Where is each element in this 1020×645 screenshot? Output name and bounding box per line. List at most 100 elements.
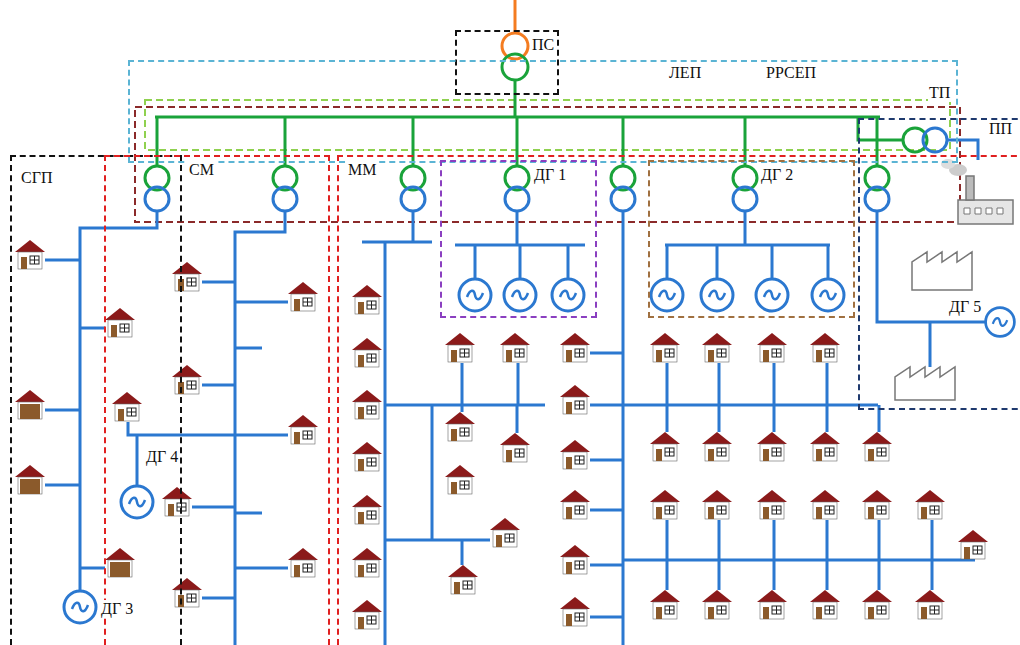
network-region: РРСЕП bbox=[128, 60, 958, 163]
house-icon bbox=[172, 365, 202, 394]
house-icon bbox=[560, 440, 590, 469]
house-icon bbox=[288, 548, 318, 577]
generation-group: ДГ 2 bbox=[648, 160, 855, 318]
medium-voltage-line bbox=[157, 117, 877, 166]
house-icon bbox=[560, 545, 590, 574]
factory-icon bbox=[958, 200, 1013, 224]
house-icon bbox=[288, 415, 318, 444]
medium-voltage-line bbox=[155, 80, 880, 117]
low-voltage-line bbox=[865, 187, 889, 211]
low-voltage-line bbox=[145, 187, 169, 211]
generator-symbol bbox=[121, 486, 153, 518]
house-icon bbox=[757, 590, 787, 619]
low-voltage-line bbox=[45, 128, 985, 645]
generator-symbol bbox=[701, 279, 733, 311]
low-voltage-line bbox=[192, 282, 288, 598]
house-icon bbox=[15, 240, 988, 629]
house-icon bbox=[560, 597, 590, 626]
house-icon bbox=[162, 487, 192, 516]
house-icon bbox=[560, 490, 590, 519]
house-icon bbox=[958, 530, 988, 559]
industrial-region: ПП bbox=[858, 118, 1020, 410]
layout-frame bbox=[135, 107, 960, 222]
factory-icon bbox=[941, 159, 955, 169]
consumer-region: СГП bbox=[10, 155, 182, 645]
house-icon bbox=[352, 390, 382, 419]
low-voltage-line bbox=[235, 211, 285, 645]
house-icon bbox=[445, 412, 475, 441]
factory-icon bbox=[895, 159, 1013, 400]
low-voltage-line bbox=[947, 140, 978, 160]
low-voltage-line bbox=[877, 211, 985, 367]
house-icon bbox=[757, 432, 787, 461]
low-voltage-line bbox=[667, 405, 879, 432]
house-icon bbox=[352, 442, 382, 471]
region-label: ПП bbox=[988, 120, 1013, 138]
house-icon bbox=[352, 600, 382, 629]
house-icon bbox=[702, 590, 732, 619]
transformer-label: ТП bbox=[928, 84, 951, 102]
house-icon bbox=[862, 432, 892, 461]
house-icon bbox=[650, 490, 680, 519]
low-voltage-line bbox=[611, 187, 635, 211]
region-label: ММ bbox=[347, 161, 377, 179]
house-icon bbox=[650, 333, 680, 362]
generator-symbol bbox=[812, 279, 844, 311]
house-icon bbox=[500, 433, 530, 462]
line-label: ЛЕП bbox=[668, 64, 702, 82]
factory-icon bbox=[966, 176, 974, 200]
house-icon bbox=[352, 285, 382, 314]
house-icon bbox=[105, 308, 135, 337]
house-icon bbox=[112, 392, 142, 421]
house-icon bbox=[862, 590, 892, 619]
substation-box: ПС bbox=[455, 30, 559, 95]
house-icon bbox=[757, 490, 787, 519]
generator-symbol bbox=[756, 279, 788, 311]
house-icon bbox=[810, 490, 840, 519]
low-voltage-line bbox=[665, 211, 830, 278]
house-icon bbox=[172, 578, 202, 607]
house-icon bbox=[172, 262, 202, 291]
generator-symbol bbox=[504, 279, 536, 311]
house-icon bbox=[15, 240, 45, 269]
house-icon bbox=[862, 490, 892, 519]
region-label: СМ bbox=[188, 161, 215, 179]
house-icon bbox=[757, 333, 787, 362]
region-label: ДГ 2 bbox=[760, 166, 794, 184]
house-icon bbox=[560, 333, 590, 362]
region-label: ДГ 1 bbox=[533, 166, 567, 184]
house-icon bbox=[500, 333, 530, 362]
house-icon bbox=[915, 590, 945, 619]
supply-line bbox=[502, 0, 528, 80]
house-icon bbox=[288, 282, 318, 311]
house-icon bbox=[490, 518, 520, 547]
low-voltage-line bbox=[401, 187, 425, 211]
generator-symbol bbox=[552, 279, 584, 311]
region-label: ПС bbox=[531, 36, 555, 54]
generator-symbol bbox=[986, 308, 1015, 337]
house-icon bbox=[650, 432, 680, 461]
region-label: СГП bbox=[20, 169, 53, 187]
low-voltage-line bbox=[667, 363, 827, 405]
factory-icon bbox=[912, 252, 972, 290]
low-voltage-line bbox=[273, 187, 297, 211]
house-icon bbox=[352, 338, 382, 367]
house-icon bbox=[105, 548, 135, 577]
generation-group: ДГ 1 bbox=[440, 160, 597, 318]
house-icon bbox=[560, 385, 590, 414]
supply-line bbox=[502, 54, 528, 80]
generator-symbol bbox=[651, 279, 683, 311]
house-icon bbox=[650, 590, 680, 619]
low-voltage-line bbox=[667, 520, 932, 560]
low-voltage-line bbox=[45, 260, 105, 568]
house-icon bbox=[702, 432, 732, 461]
low-voltage-line bbox=[667, 560, 932, 590]
house-icon bbox=[915, 490, 945, 519]
factory-icon bbox=[895, 367, 955, 400]
low-voltage-line bbox=[623, 405, 975, 560]
house-icon bbox=[445, 333, 475, 362]
low-voltage-line bbox=[923, 128, 947, 152]
generator-symbol bbox=[64, 591, 96, 623]
